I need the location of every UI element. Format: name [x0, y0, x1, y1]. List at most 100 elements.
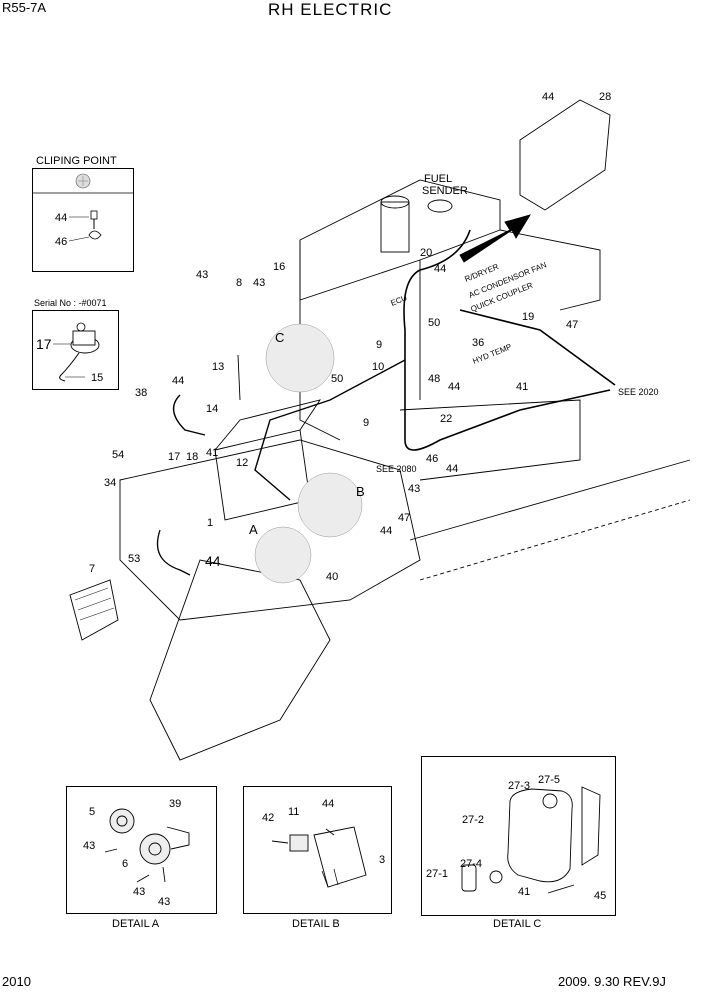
part-number-p47b: 47	[398, 512, 410, 524]
part-number-p44f: 44	[380, 525, 392, 537]
fuel-sender-unit	[427, 199, 453, 213]
clipping-box-title: CLIPING POINT	[36, 155, 117, 167]
part-number-p44d: 44	[448, 381, 460, 393]
detail-c-label-27-5: 27-5	[538, 774, 560, 786]
part-number-p22: 22	[440, 413, 452, 425]
fuel-sender-label-2: SENDER	[422, 185, 468, 197]
detail-b-label-42: 42	[262, 812, 274, 824]
detail-a-label-5: 5	[89, 806, 95, 818]
part-number-p9a: 9	[376, 339, 382, 351]
detail-a-label-39: 39	[169, 798, 181, 810]
fuel-sender-label-1: FUEL	[424, 173, 452, 185]
part-number-p12: 12	[236, 457, 248, 469]
part-number-p43c: 43	[408, 483, 420, 495]
frame-long-edge-1	[409, 459, 691, 541]
harness-38	[172, 394, 206, 436]
see-2080-note: SEE 2080	[376, 464, 417, 474]
cover-28	[519, 99, 611, 211]
detail-a-caption: DETAIL A	[112, 918, 160, 930]
part-number-p41a: 41	[516, 381, 528, 393]
serial-variant-illustration: 17 15	[36, 322, 103, 384]
serial-label-15: 15	[91, 372, 103, 384]
frame-long-edge-2	[419, 499, 691, 581]
detail-c-caption: DETAIL C	[493, 918, 542, 930]
page-number: 2010	[2, 974, 31, 989]
part-number-p20: 20	[420, 247, 432, 259]
detail-c-label-45: 45	[594, 890, 606, 902]
detail-b-label-3: 3	[379, 854, 385, 866]
harness-branch-left	[254, 359, 406, 501]
zone-letter-c: C	[275, 330, 284, 345]
part-number-p44c: 44	[172, 375, 184, 387]
part-number-p44g: 44	[205, 553, 221, 569]
part-number-p34: 34	[104, 477, 116, 489]
serial-label-17: 17	[36, 336, 52, 352]
part-number-p41b: 41	[206, 447, 218, 459]
wire-label-ecu: ECU	[389, 293, 408, 308]
part-number-p14: 14	[206, 403, 218, 415]
frame-left-edge	[299, 240, 341, 441]
part-number-p13: 13	[212, 361, 224, 373]
part-number-p54: 54	[112, 449, 124, 461]
detail-a-label-43c: 43	[158, 896, 170, 908]
detail-c-label-27-1: 27-1	[426, 868, 448, 880]
part-number-p47a: 47	[566, 319, 578, 331]
revision-date: 2009. 9.30 REV.9J	[558, 974, 666, 989]
detail-c-illustration: 27-3 27-5 27-2 27-4 27-1 41 45	[426, 774, 606, 902]
part-number-p1: 1	[207, 517, 213, 529]
part-number-p16: 16	[273, 261, 285, 273]
detail-c-label-27-2: 27-2	[462, 814, 484, 826]
main-harness	[403, 229, 611, 451]
harness-branch-right	[459, 309, 616, 386]
detail-c-zone	[265, 323, 335, 393]
battery-rod	[237, 354, 241, 401]
detail-b-box: 44 42 11 3	[243, 786, 392, 914]
detail-b-illustration: 44 42 11 3	[262, 798, 385, 888]
model-code: R55-7A	[2, 0, 47, 15]
part-number-p50b: 50	[331, 373, 343, 385]
detail-b-caption: DETAIL B	[292, 918, 340, 930]
direction-arrow	[459, 214, 531, 263]
part-number-p50a: 50	[428, 317, 440, 329]
clipping-point-box: 44 46	[32, 168, 134, 272]
clipping-point-illustration: 44 46	[33, 173, 133, 248]
frame-right-bracket	[499, 229, 601, 311]
part-number-p36: 36	[472, 337, 484, 349]
part-number-p43b: 43	[253, 277, 265, 289]
harness-53	[156, 529, 191, 576]
see-2020-note: SEE 2020	[618, 387, 659, 397]
part-number-p8: 8	[236, 277, 242, 289]
clip-label-44: 44	[55, 212, 67, 224]
part-number-p44e: 44	[446, 463, 458, 475]
serial-number-note: Serial No : -#0071	[34, 298, 107, 308]
detail-c-label-27-4: 27-4	[460, 858, 482, 870]
zone-letter-b: B	[356, 484, 365, 499]
detail-a-label-6: 6	[122, 858, 128, 870]
part-number-p7: 7	[89, 563, 95, 575]
part-number-p10: 10	[372, 361, 384, 373]
part-number-p44a: 44	[542, 91, 554, 103]
part-number-p18: 18	[186, 451, 198, 463]
part-number-p48: 48	[428, 373, 440, 385]
part-number-p19: 19	[522, 311, 534, 323]
detail-a-zone	[254, 526, 312, 584]
floor-plate	[399, 399, 581, 481]
boom-base	[149, 559, 331, 761]
part-number-p43a: 43	[196, 269, 208, 281]
part-number-p28: 28	[599, 91, 611, 103]
detail-c-label-27-3: 27-3	[508, 780, 530, 792]
clip-label-46: 46	[55, 236, 67, 248]
part-number-p38: 38	[135, 387, 147, 399]
detail-a-box: 5 39 43 6 43 43	[66, 786, 217, 914]
lower-frame	[119, 439, 421, 621]
detail-b-label-11: 11	[288, 806, 299, 818]
part-number-p17: 17	[168, 451, 180, 463]
page-title: RH ELECTRIC	[268, 0, 393, 19]
detail-c-label-41: 41	[518, 886, 530, 898]
zone-letter-a: A	[249, 522, 258, 537]
detail-b-zone	[297, 472, 363, 538]
battery-top	[214, 399, 322, 451]
detail-a-illustration: 5 39 43 6 43 43	[83, 798, 190, 908]
